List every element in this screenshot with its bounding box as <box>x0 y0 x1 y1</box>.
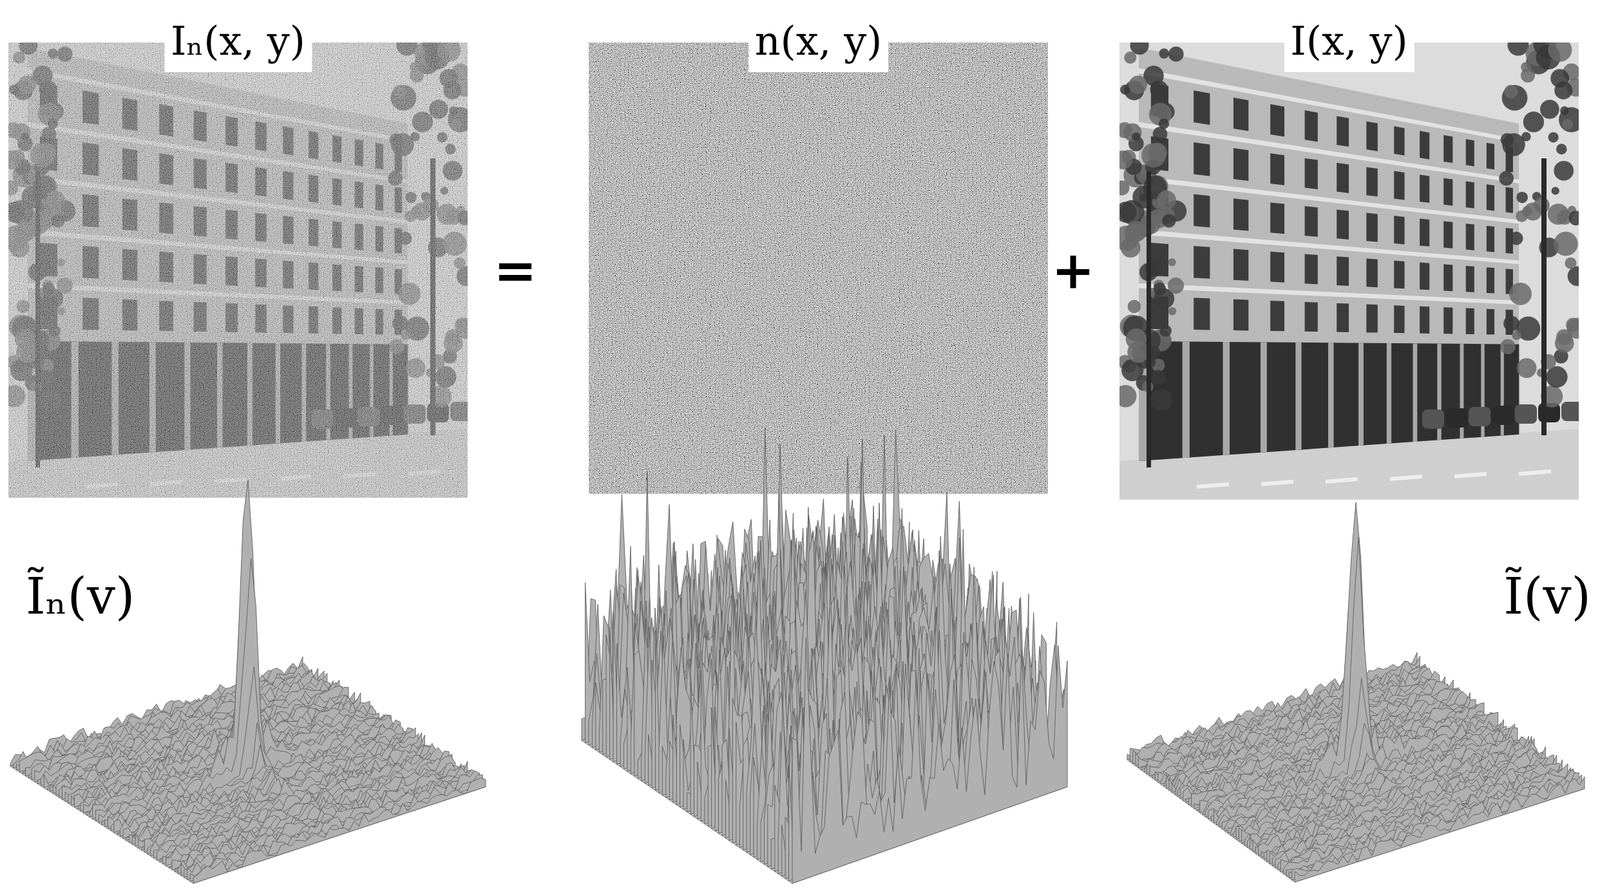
operator-sign: = <box>493 239 537 302</box>
image-panel: Iₙ(x, y) <box>8 42 468 498</box>
spectrum-plot <box>1127 502 1585 883</box>
plot-ridge <box>792 637 1068 884</box>
noise-image <box>588 42 1048 495</box>
panel-label: Iₙ(x, y) <box>164 10 312 73</box>
image-panel: I(x, y) <box>1119 42 1579 500</box>
plot-ridge <box>193 778 486 884</box>
image-panel: n(x, y) <box>588 42 1048 495</box>
panel-label: I(x, y) <box>1283 10 1414 73</box>
panel-label: n(x, y) <box>748 10 889 73</box>
plot-ridge <box>1294 776 1585 883</box>
noisy-photo <box>8 42 468 498</box>
spectrum-plot <box>10 480 486 884</box>
spectrum-label: Ĩₙ(v) <box>25 566 135 628</box>
clean-photo <box>1119 42 1579 500</box>
spectrum-label: Ĩ(v) <box>1503 566 1591 628</box>
operator-sign: + <box>1051 239 1095 302</box>
spectrum-plot <box>581 428 1068 884</box>
